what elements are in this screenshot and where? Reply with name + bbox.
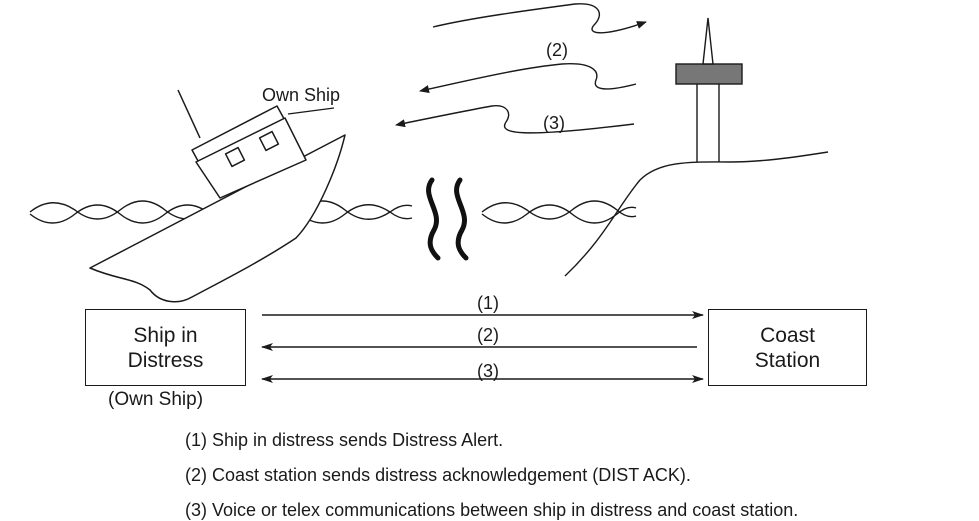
distance-break-mark	[426, 177, 469, 261]
description-3: (3) Voice or telex communications betwee…	[185, 500, 799, 520]
message-arrows	[261, 311, 704, 383]
wave-label-2: (2)	[546, 40, 568, 60]
coast-box-line1: Coast	[760, 323, 815, 347]
own-ship-sublabel: (Own Ship)	[108, 389, 204, 410]
coast-station-tower	[675, 17, 743, 162]
own-ship-pointer	[287, 107, 335, 115]
coast-station-box: Coast Station	[708, 309, 867, 386]
ship-box-line2: Distress	[127, 348, 204, 372]
ship-box-line1: Ship in	[133, 323, 198, 347]
ship-in-distress-box: Ship in Distress	[85, 309, 246, 386]
arrow-label-3: (3)	[477, 361, 499, 381]
coast-land-illustration	[564, 151, 829, 277]
radio-wave-2	[419, 63, 637, 93]
description-1: (1) Ship in distress sends Distress Aler…	[185, 430, 504, 450]
description-2: (2) Coast station sends distress acknowl…	[185, 465, 691, 485]
own-ship-label: Own Ship	[262, 85, 341, 105]
sea-waves	[29, 200, 637, 224]
coast-box-line2: Station	[754, 348, 821, 372]
arrow-label-1: (1)	[477, 293, 499, 313]
radio-wave-3	[395, 105, 635, 134]
radio-wave-1	[432, 3, 647, 34]
radio-wave-signals	[395, 3, 647, 134]
sinking-ship-illustration	[89, 89, 346, 303]
wave-label-3: (3)	[543, 113, 565, 133]
arrow-label-2: (2)	[477, 325, 499, 345]
